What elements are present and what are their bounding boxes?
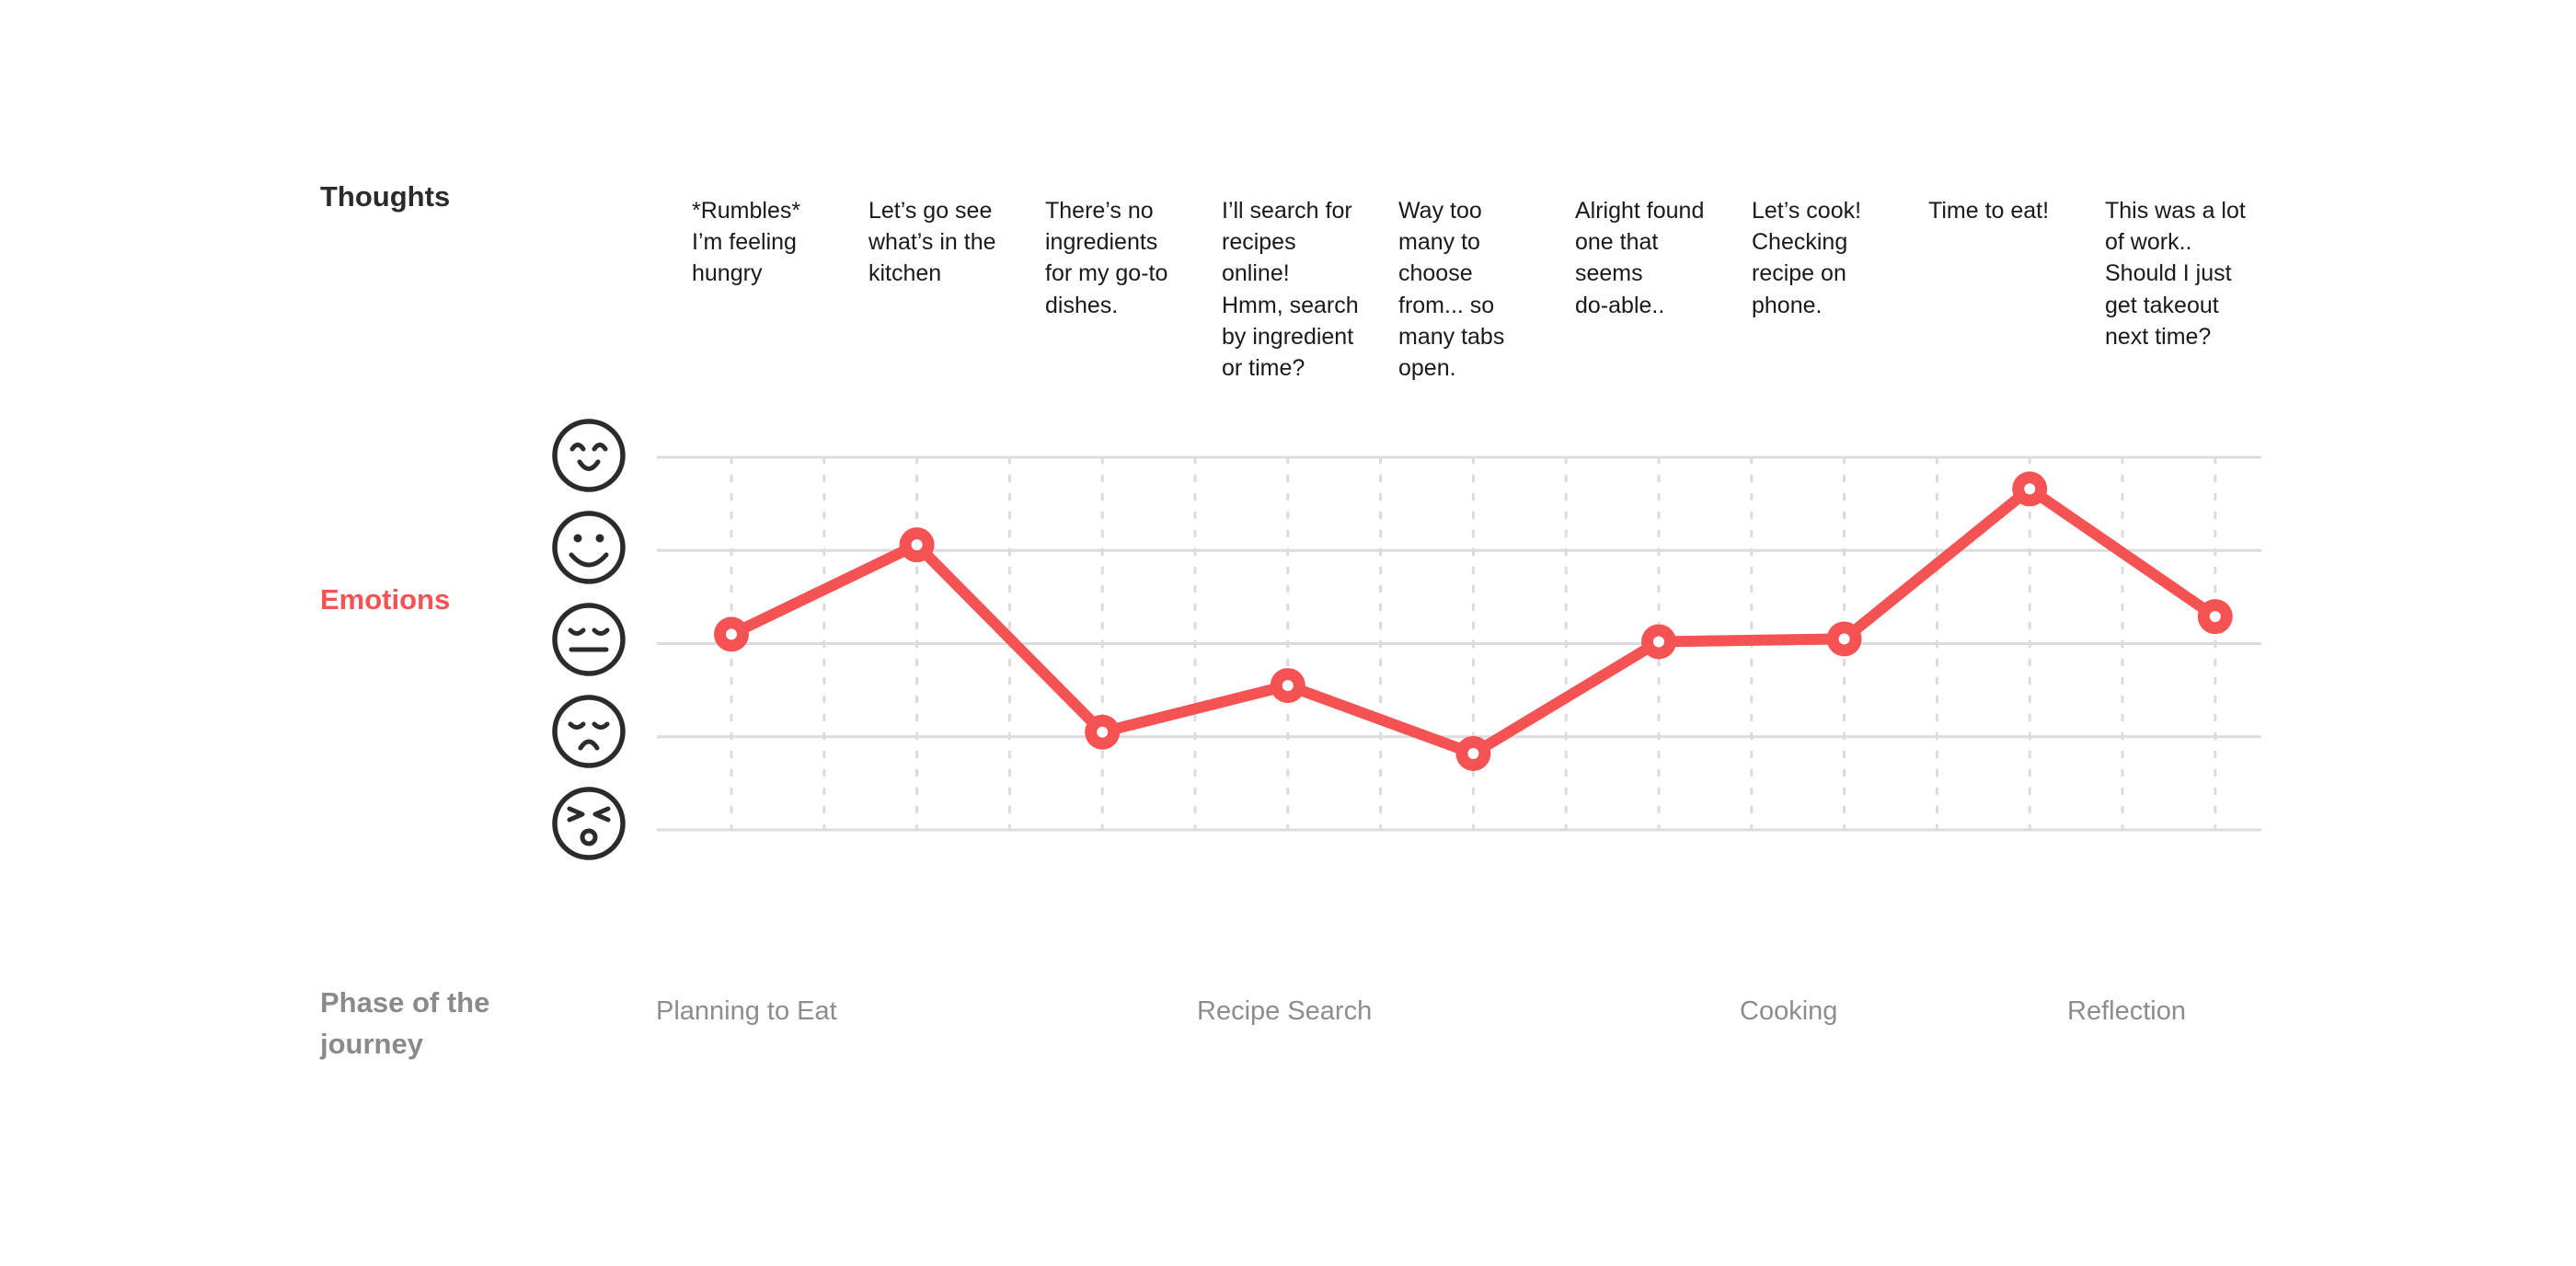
phase-label-planning: Planning to Eat (656, 996, 837, 1026)
emotion-point-center (1653, 636, 1664, 648)
emotion-point (714, 616, 749, 652)
emotions-heading: Emotions (320, 583, 451, 616)
emotion-point-center (1467, 747, 1479, 759)
neutral-face-icon (552, 603, 626, 676)
thought-text: I’ll search for recipes online! Hmm, sea… (1222, 198, 1359, 382)
chart-grid (657, 455, 2261, 832)
emotion-point-center (2209, 611, 2221, 623)
emotion-point (1455, 735, 1491, 771)
phase-label-recipe-search: Recipe Search (1197, 996, 1373, 1026)
thought-text: There’s no ingredients for my go-to dish… (1045, 198, 1168, 318)
emotion-point (1270, 668, 1305, 704)
thought-text: Let’s go see what’s in the kitchen (868, 198, 996, 287)
emotion-point (2197, 599, 2233, 635)
emotion-point (1826, 621, 1862, 657)
emotion-scale (552, 419, 626, 860)
emotion-point (1641, 624, 1676, 660)
thought-text: This was a lot of work.. Should I just g… (2105, 198, 2246, 350)
phase-label-cooking: Cooking (1740, 996, 1838, 1026)
emotion-point (899, 527, 935, 563)
happy-face-icon (552, 511, 626, 584)
thought-text: Way too many to choose from... so many t… (1398, 198, 1505, 382)
thought-text: *Rumbles* I’m feeling hungry (692, 198, 801, 287)
very-happy-face-icon (552, 419, 626, 492)
thought-text: Let’s cook! Checking recipe on phone. (1752, 198, 1862, 318)
emotion-point-center (2024, 483, 2036, 495)
emotion-points (714, 471, 2233, 771)
thought-text: Time to eat! (1928, 198, 2050, 224)
emotion-point-center (1838, 633, 1850, 645)
emotion-point (1085, 714, 1121, 750)
phase-label-reflection: Reflection (2067, 996, 2186, 1026)
sad-face-icon (552, 695, 626, 768)
frustrated-face-icon (552, 787, 626, 860)
thoughts-heading: Thoughts (320, 180, 451, 213)
emotion-point-center (1282, 680, 1294, 692)
phase-heading: Phase of the journey (320, 986, 490, 1060)
emotion-point-center (911, 539, 923, 551)
thought-text: Alright found one that seems do-able.. (1575, 198, 1705, 318)
emotion-point-center (726, 628, 737, 640)
emotion-point-center (1097, 726, 1109, 738)
emotion-point (2012, 471, 2048, 507)
